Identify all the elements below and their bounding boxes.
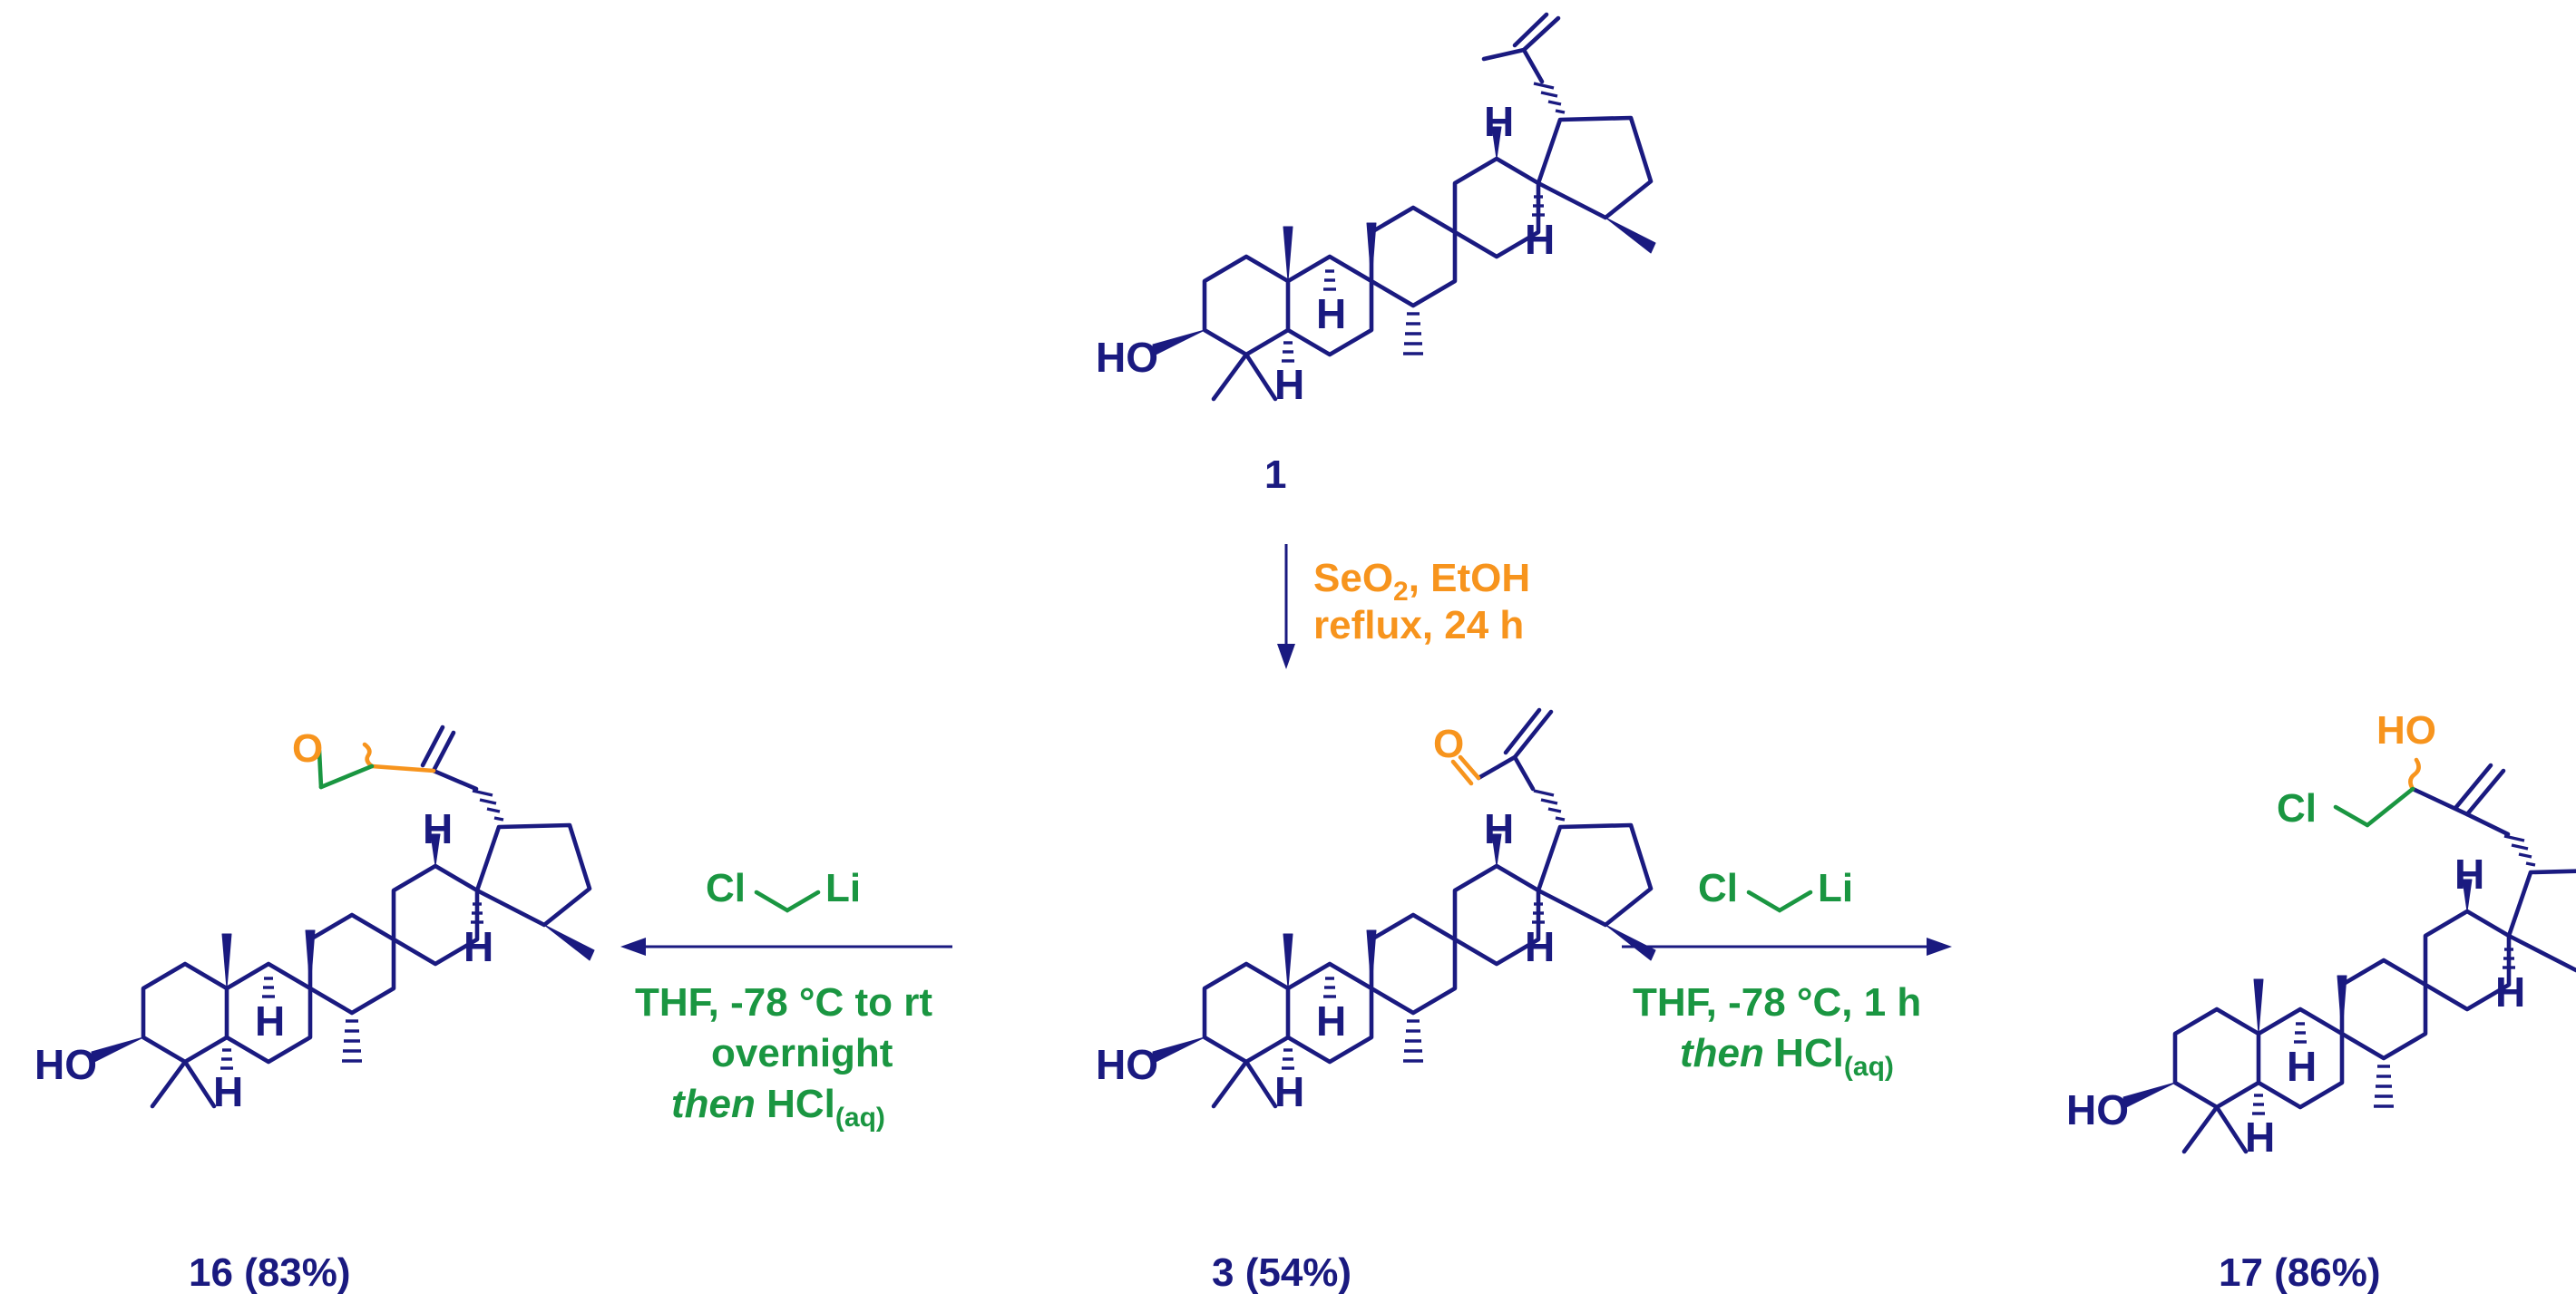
- cl-label: Cl: [706, 866, 746, 910]
- h-label: H: [1525, 216, 1555, 263]
- compound-17-label: 17 (86%): [2219, 1250, 2381, 1295]
- o-label: O: [292, 726, 323, 771]
- right-condition-line2: then HCl(aq): [1680, 1031, 1894, 1082]
- compound-1-label: 1: [1264, 452, 1286, 497]
- h-label: H: [213, 1068, 243, 1115]
- compound-3: HO H H H H O: [1096, 707, 1655, 1115]
- h-label: H: [1274, 361, 1304, 408]
- ho-label: HO: [1096, 334, 1158, 381]
- left-condition-line3: then HCl(aq): [671, 1082, 885, 1133]
- reagent-bond: [1746, 890, 1813, 913]
- ho-label: HO: [34, 1041, 97, 1088]
- li-label: Li: [825, 866, 861, 910]
- arrowhead-right: [1927, 938, 1952, 956]
- compound-16: HO H H H H O: [34, 725, 594, 1115]
- left-condition-line1: THF, -78 °C to rt: [635, 980, 932, 1025]
- h-label: H: [1316, 290, 1346, 337]
- compound-16-label: 16 (83%): [189, 1250, 351, 1295]
- h-label: H: [2454, 851, 2484, 898]
- compound-1: HO H H H H: [1096, 12, 1655, 408]
- h-label: H: [2495, 968, 2525, 1016]
- cl-label: Cl: [2277, 786, 2317, 831]
- ho-label: HO: [2066, 1086, 2129, 1133]
- h-label: H: [255, 997, 285, 1045]
- ho-label-orange: HO: [2376, 708, 2436, 753]
- o-label: O: [1433, 722, 1464, 766]
- right-condition-line1: THF, -78 °C, 1 h: [1633, 980, 1921, 1025]
- left-condition-line2: overnight: [711, 1031, 893, 1075]
- h-label: H: [2245, 1114, 2275, 1161]
- arrowhead-left: [620, 938, 646, 956]
- h-label: H: [423, 805, 453, 852]
- arrowhead-down: [1277, 644, 1295, 669]
- li-label: Li: [1818, 866, 1853, 910]
- reagent-bond: [754, 890, 821, 913]
- h-label: H: [1525, 923, 1555, 970]
- compound-3-label: 3 (54%): [1212, 1250, 1351, 1295]
- h-label: H: [1484, 98, 1514, 145]
- h-label: H: [2287, 1043, 2317, 1090]
- cl-label: Cl: [1698, 866, 1738, 910]
- h-label: H: [463, 923, 493, 970]
- step1-condition-line1: SeO2, EtOH: [1313, 556, 1530, 607]
- h-label: H: [1316, 997, 1346, 1045]
- h-label: H: [1484, 805, 1514, 852]
- ho-label: HO: [1096, 1041, 1158, 1088]
- h-label: H: [1274, 1068, 1304, 1115]
- step1-condition-line2: reflux, 24 h: [1313, 603, 1524, 647]
- compound-17: HO H H H H HO Cl: [2066, 708, 2576, 1161]
